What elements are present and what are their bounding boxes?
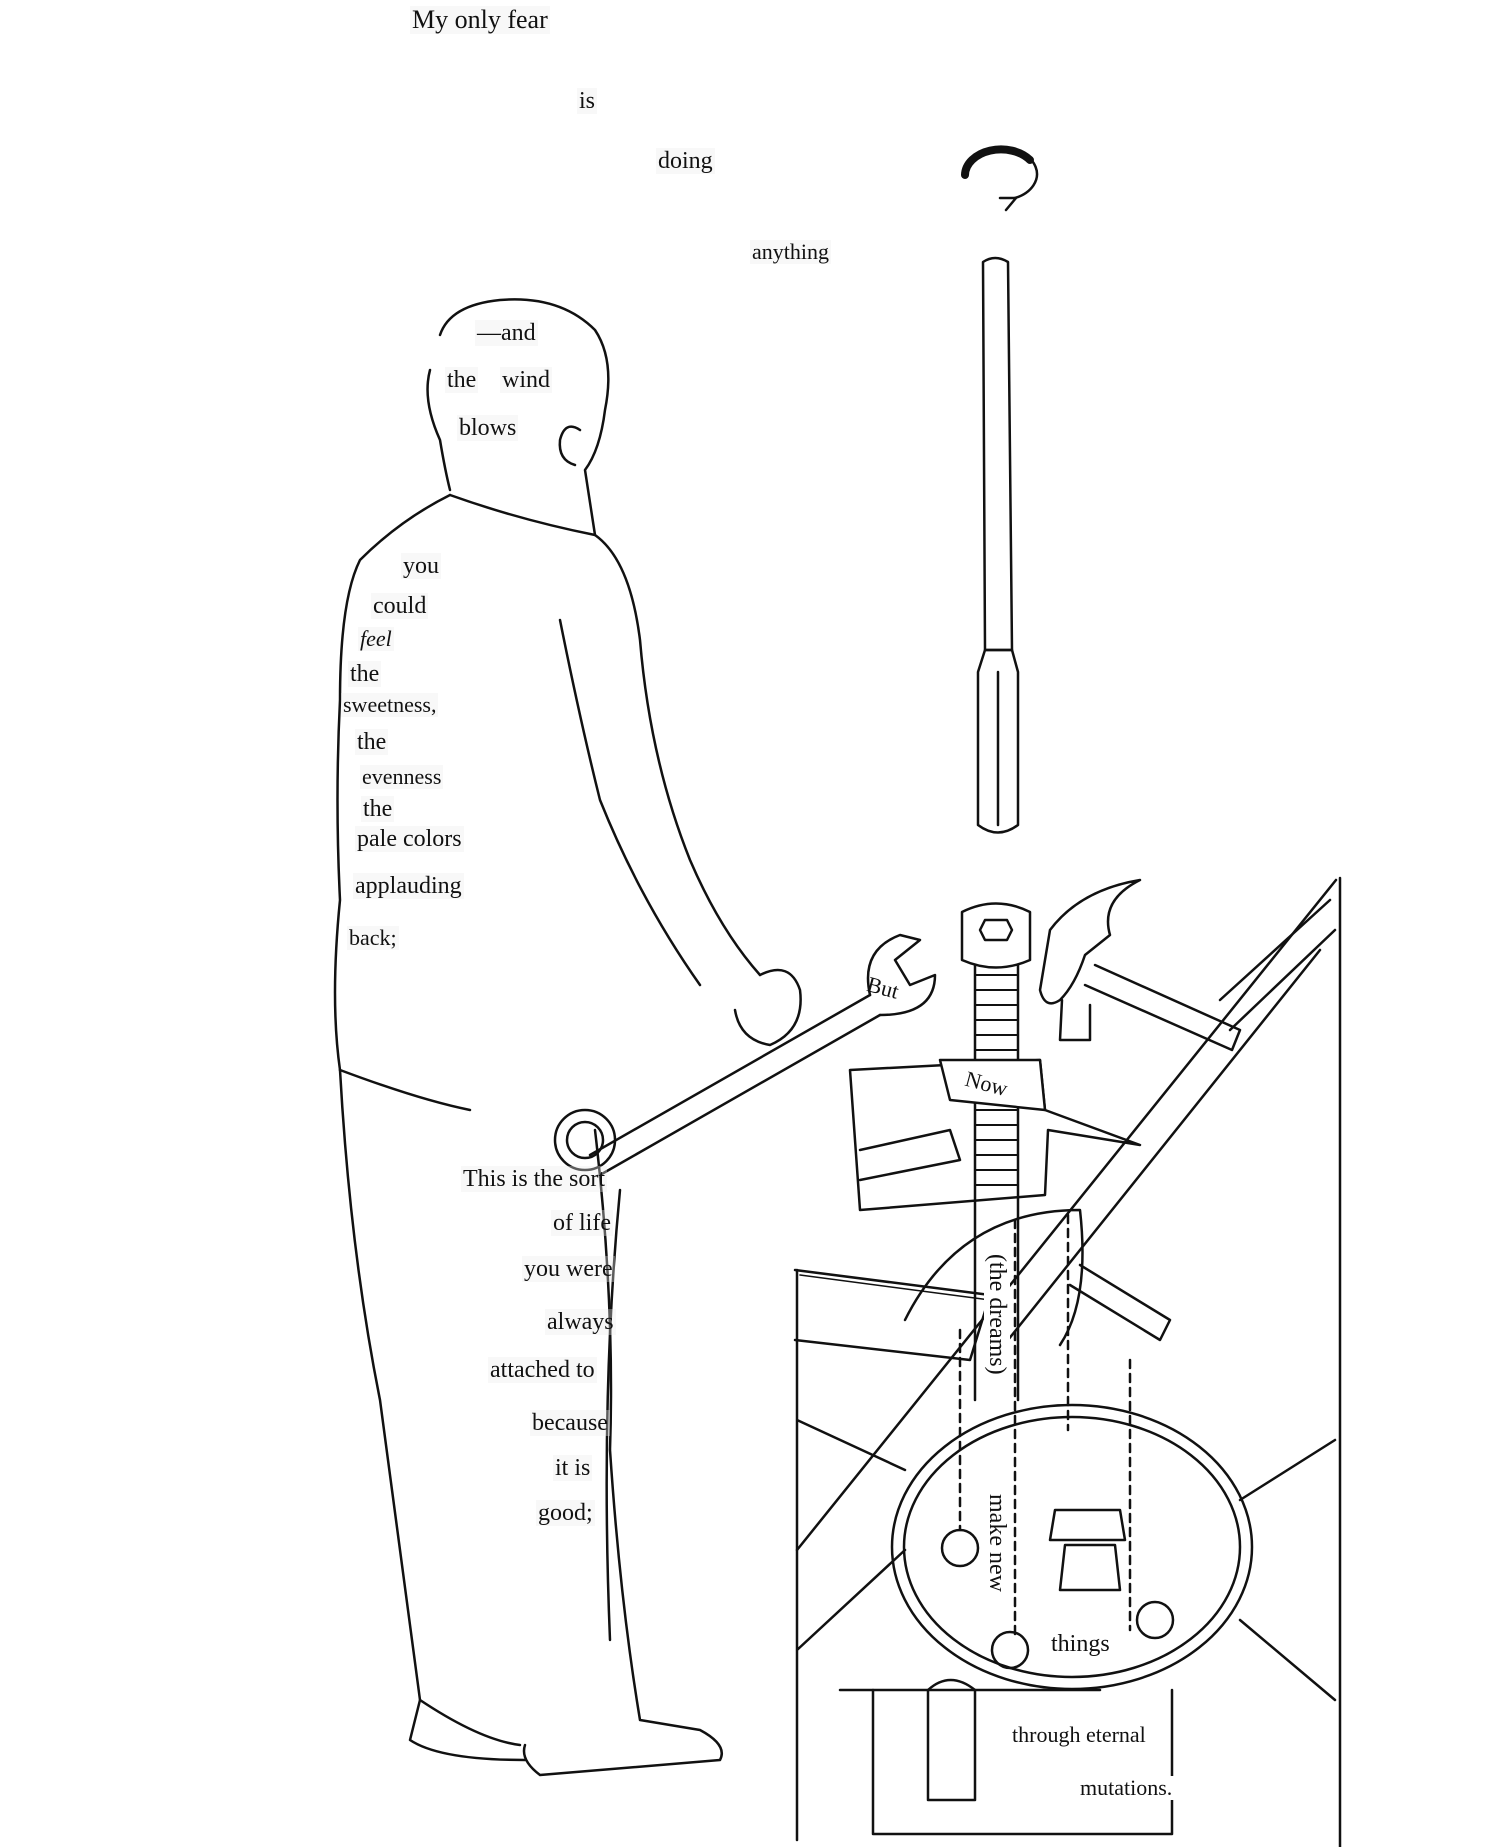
poem-word: the — [445, 367, 479, 393]
poem-word: things — [1049, 1631, 1112, 1657]
poem-word: —and — [475, 320, 538, 346]
poem-word: the — [355, 729, 389, 755]
wrench — [553, 933, 937, 1177]
poem-word: you were — [522, 1256, 615, 1282]
rotate-arrow-icon — [961, 145, 1039, 212]
poem-word: applauding — [353, 873, 464, 899]
poem-word: the — [348, 661, 382, 687]
poem-word: it is — [553, 1455, 593, 1481]
poem-word: feel — [358, 626, 394, 651]
hammer — [1038, 878, 1242, 1052]
poem-word: doing — [656, 148, 715, 174]
poem-word: blows — [457, 415, 519, 441]
poem-word: attached to — [488, 1357, 597, 1383]
poem-word: anything — [750, 239, 831, 264]
machine-assembly — [793, 876, 1342, 1847]
poem-word: always — [545, 1309, 616, 1335]
poem-word: through eternal — [1010, 1722, 1148, 1747]
poem-word: good; — [536, 1500, 595, 1526]
poem-word: sweetness, — [341, 692, 439, 717]
poem-word: This is the sort — [461, 1166, 607, 1192]
poem-word: (the dreams) — [984, 1252, 1010, 1377]
poem-word: you — [401, 553, 441, 579]
poem-word: mutations. — [1078, 1775, 1175, 1800]
poem-word: pale colors — [355, 826, 464, 852]
poem-word: of life — [551, 1210, 613, 1236]
poem-word: My only fear — [410, 5, 550, 34]
poem-word: is — [577, 88, 598, 114]
man-figure — [333, 298, 762, 1777]
poem-word: because — [530, 1410, 610, 1436]
poem-word: back; — [347, 925, 399, 950]
poem-word: wind — [500, 367, 552, 393]
poem-word: evenness — [360, 764, 444, 789]
hex-rod — [976, 256, 1020, 834]
poem-word: could — [371, 593, 429, 619]
poem-word: make new — [984, 1492, 1010, 1594]
poem-word: the — [361, 796, 395, 822]
